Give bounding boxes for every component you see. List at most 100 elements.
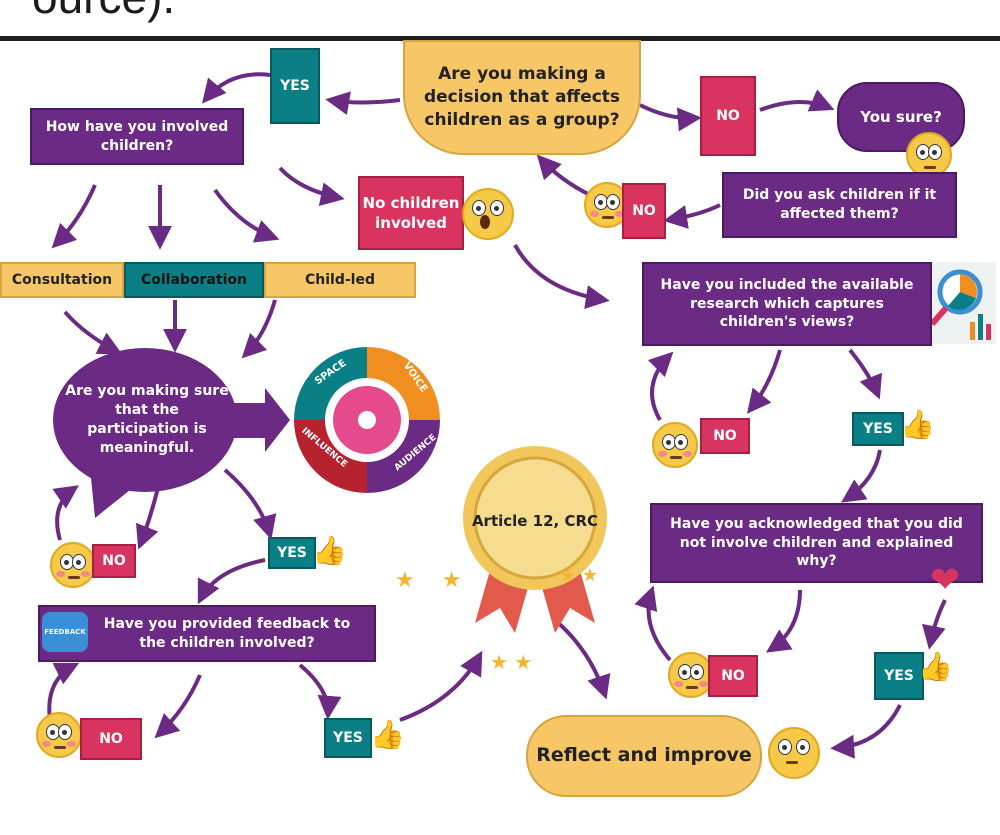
no-top-badge: NO	[700, 76, 756, 156]
yes-research-badge: YES	[852, 412, 904, 446]
feedback-chat-icon: FEEDBACK	[42, 612, 88, 652]
child-led-option: Child-led	[264, 262, 416, 298]
thinking-emoji-bottom	[768, 727, 820, 779]
arrow-ask-to-no	[663, 203, 721, 229]
research-chart-icon	[932, 262, 996, 344]
thinking-emoji-top	[906, 132, 952, 178]
arrow-yes-to-reflect	[830, 704, 902, 759]
arrow-main-to-yes	[325, 91, 401, 115]
child-led-label: Child-led	[305, 271, 375, 288]
flushed-emoji-research	[652, 422, 698, 468]
arrow-nochildren-to-research	[513, 244, 610, 309]
stars-decoration: ★ ★	[395, 568, 472, 593]
consultation-option: Consultation	[0, 262, 124, 298]
arrow-ack-to-no	[766, 589, 802, 653]
stars-decoration-right: ★ ★	[560, 565, 598, 586]
no-feedback-label: NO	[99, 730, 123, 747]
meaningful-text: Are you making sure that the participati…	[65, 383, 229, 456]
acknowledged-text: Have you acknowledged that you did not i…	[670, 515, 963, 570]
thumbs-up-icon-feedback: 👍	[370, 718, 405, 751]
top-divider	[0, 36, 1000, 41]
arrow-how-to-consultation	[51, 184, 97, 249]
arrow-yes-to-feedback	[197, 558, 266, 605]
no-ack-label: NO	[721, 667, 745, 684]
shocked-emoji	[462, 188, 514, 240]
thumbs-up-icon-meaningful: 👍	[312, 534, 347, 567]
yes-feedback-badge: YES	[324, 718, 372, 758]
research-question: Have you included the available research…	[642, 262, 932, 346]
yes-meaningful-label: YES	[277, 544, 307, 561]
arrow-childled-to-meaningful	[241, 299, 277, 359]
yes-feedback-label: YES	[333, 729, 363, 746]
arrow-feedback-to-yes	[298, 663, 342, 720]
flushed-emoji-feedback	[36, 712, 82, 758]
arrow-no-to-meaningful	[52, 485, 79, 541]
arrow-yes-to-how	[201, 72, 271, 104]
yes-ack-badge: YES	[874, 652, 924, 700]
arrow-heart-to-yes	[922, 599, 947, 650]
meaningful-question: Are you making sure that the participati…	[62, 370, 232, 470]
partial-heading: ource).	[32, 0, 175, 24]
how-involved-question: How have you involved children?	[30, 108, 244, 165]
arrow-no-to-main	[536, 154, 591, 197]
no-research-label: NO	[713, 427, 737, 444]
arrow-how-to-childled	[213, 188, 280, 243]
article-label: Article 12, CRC	[471, 511, 599, 530]
collaboration-option: Collaboration	[124, 262, 264, 298]
feedback-text: Have you provided feedback to the childr…	[103, 615, 351, 651]
article-12-award-icon	[463, 446, 607, 633]
feedback-question: Have you provided feedback to the childr…	[38, 605, 376, 662]
no-children-text: No children involved	[362, 193, 460, 232]
main-decision-text: Are you making a decision that affects c…	[423, 64, 621, 130]
consultation-label: Consultation	[11, 271, 113, 288]
research-text: Have you included the available research…	[660, 276, 914, 331]
arrow-feedback-to-no	[154, 674, 202, 739]
no-children-box: No children involved	[358, 176, 464, 250]
no-top-label: NO	[716, 107, 740, 124]
yes-ack-label: YES	[884, 667, 914, 684]
reflect-improve-box: Reflect and improve	[526, 715, 762, 797]
how-involved-text: How have you involved children?	[45, 118, 229, 154]
did-you-ask-text: Did you ask children if it affected them…	[742, 187, 937, 222]
no-feedback-badge: NO	[80, 718, 142, 760]
yes-research-label: YES	[863, 420, 893, 437]
you-sure-text: You sure?	[860, 107, 942, 126]
arrow-meaningful-to-yes	[223, 468, 277, 540]
arrow-consultation-to-meaningful	[63, 310, 123, 355]
arrow-no-to-research	[647, 351, 674, 421]
feedback-icon-label: FEEDBACK	[44, 628, 86, 636]
main-decision-question: Are you making a decision that affects c…	[403, 40, 641, 155]
arrow-article-to-reflect	[553, 618, 611, 700]
arrow-main-to-no	[639, 103, 702, 132]
no-meaningful-label: NO	[102, 552, 126, 569]
no-ack-badge: NO	[708, 655, 758, 697]
no-meaningful-badge: NO	[92, 544, 136, 578]
no-research-badge: NO	[700, 418, 750, 454]
yes-top-badge: YES	[270, 48, 320, 124]
arrow-research-to-no	[747, 349, 782, 414]
did-you-ask-question: Did you ask children if it affected them…	[722, 172, 957, 238]
arrow-no-to-sure	[759, 89, 835, 112]
meaningful-bubble-shape	[53, 348, 290, 518]
flushed-emoji-meaningful	[50, 542, 96, 588]
acknowledged-question: Have you acknowledged that you did not i…	[650, 503, 983, 583]
no-ask-label: NO	[632, 202, 656, 219]
reflect-text: Reflect and improve	[536, 744, 752, 767]
lundy-model-wheel	[294, 347, 440, 493]
yes-top-label: YES	[280, 77, 310, 94]
thumbs-up-icon-ack: 👍	[918, 650, 953, 683]
thumbs-up-icon-research: 👍	[900, 408, 935, 441]
arrow-yes-to-ack	[841, 449, 882, 503]
yes-meaningful-badge: YES	[268, 537, 316, 569]
heart-hand-icon: ❤	[930, 560, 961, 601]
arrow-yes-to-article	[399, 650, 483, 722]
arrow-research-to-yes	[848, 348, 883, 400]
arrow-no-to-ack	[634, 585, 672, 662]
collaboration-label: Collaboration	[140, 271, 247, 288]
no-ask-badge: NO	[622, 183, 666, 239]
article-12-text: Article 12, CRC	[462, 488, 608, 554]
stars-decoration-bottom: ★ ★	[490, 650, 533, 674]
arrow-how-to-nochildren	[278, 166, 345, 206]
